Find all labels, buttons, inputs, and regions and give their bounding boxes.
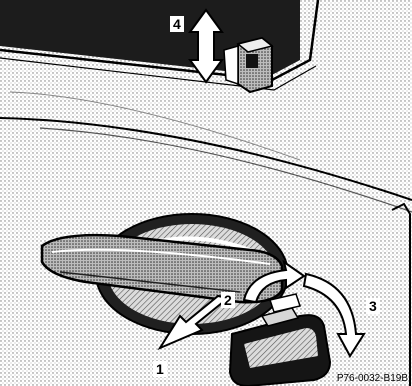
pull-arrow-icon bbox=[157, 294, 231, 351]
key bbox=[228, 293, 332, 386]
door-edge bbox=[391, 202, 411, 386]
door-crease bbox=[0, 117, 412, 201]
door-handle bbox=[40, 233, 284, 304]
turn-key-arrow-icon bbox=[302, 272, 366, 358]
callout-3: 3 bbox=[366, 298, 380, 314]
window-frame bbox=[0, 0, 320, 82]
callout-4: 4 bbox=[170, 16, 184, 32]
up-down-arrow-icon bbox=[188, 8, 224, 84]
callout-1: 1 bbox=[153, 361, 167, 377]
figure-id: P76-0032-B19B bbox=[336, 373, 408, 384]
callout-2: 2 bbox=[221, 292, 235, 308]
lock-pin-button bbox=[223, 36, 274, 94]
rotate-key-arrow-icon bbox=[242, 259, 306, 304]
